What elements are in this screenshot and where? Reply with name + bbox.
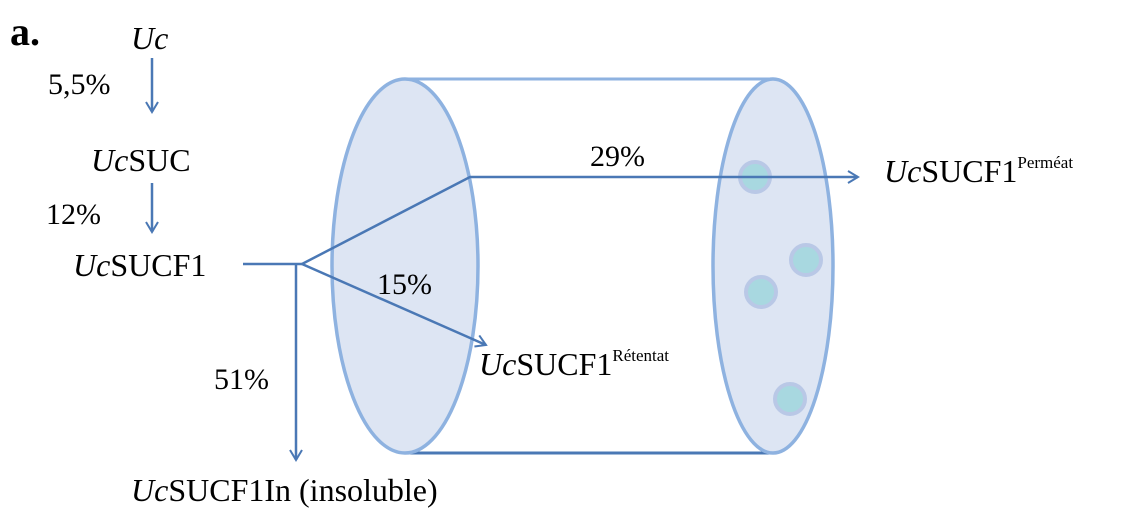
cylinder-left-end	[330, 77, 480, 455]
node-insoluble: UcSUCF1In (insoluble)	[131, 474, 438, 506]
panel-label: a.	[10, 9, 40, 54]
node-permeat-prefix: Uc	[884, 153, 922, 189]
node-ucsuc-text: SUC	[128, 142, 191, 178]
node-permeat-superscript: Perméat	[1017, 153, 1074, 172]
pct-permeat: 29%	[590, 140, 645, 173]
flow-arrows	[145, 58, 860, 462]
particle	[789, 243, 823, 277]
node-retentat: UcSUCF1Rétentat	[479, 346, 670, 382]
node-ucsucf1: UcSUCF1	[73, 249, 206, 281]
cylinder	[330, 77, 835, 455]
node-retentat-superscript: Rétentat	[612, 346, 670, 365]
pct-uc-to-ucsuc: 5,5%	[48, 68, 111, 101]
node-permeat: UcSUCF1Perméat	[884, 153, 1074, 189]
arrow-to-retentat	[301, 262, 488, 348]
node-retentat-text: SUCF1	[516, 346, 613, 382]
particle	[773, 382, 807, 416]
node-uc-prefix: Uc	[131, 20, 169, 56]
particle	[744, 275, 778, 309]
node-ucsuc: UcSUC	[91, 144, 191, 176]
arrow-to-permeat	[301, 170, 860, 266]
pct-ucsuc-to-ucsucf1: 12%	[46, 198, 101, 231]
pct-insoluble: 51%	[214, 363, 269, 396]
node-permeat-text: SUCF1	[921, 153, 1018, 189]
pct-retentat: 15%	[377, 268, 432, 301]
node-insoluble-prefix: Uc	[131, 472, 169, 508]
node-retentat-prefix: Uc	[479, 346, 517, 382]
node-ucsucf1-prefix: Uc	[73, 247, 111, 283]
node-insoluble-text: SUCF1In (insoluble)	[168, 472, 438, 508]
node-ucsuc-prefix: Uc	[91, 142, 129, 178]
node-ucsucf1-text: SUCF1	[110, 247, 207, 283]
node-uc: Uc	[131, 22, 168, 54]
